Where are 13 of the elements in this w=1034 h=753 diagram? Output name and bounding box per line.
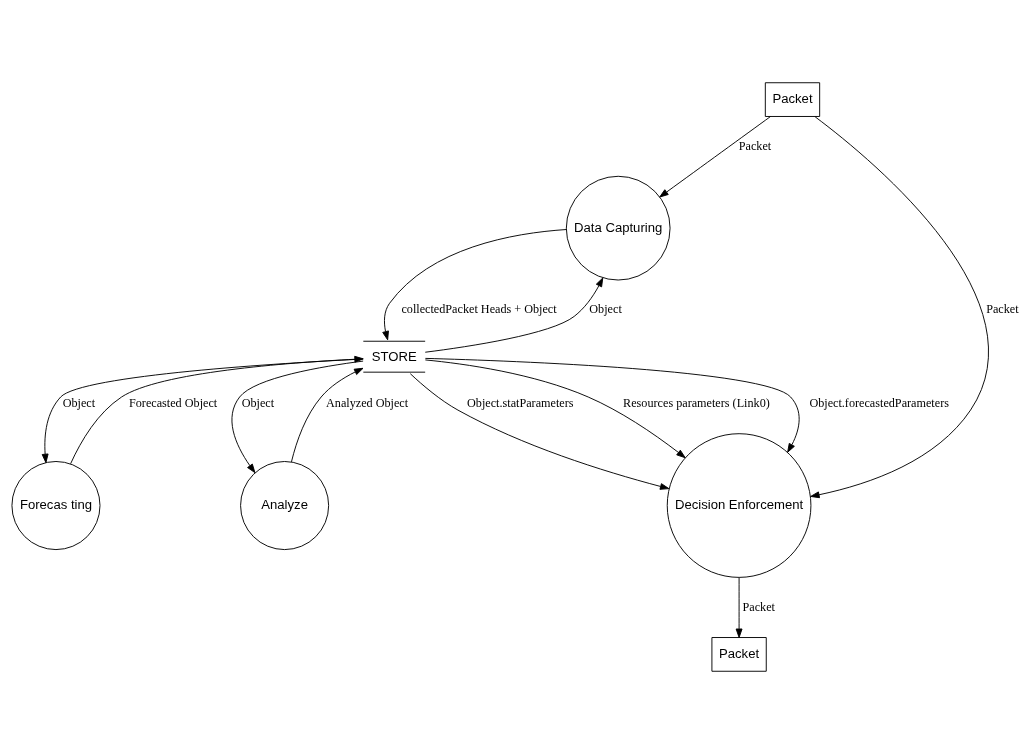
edge-label: Resources parameters (Link0) <box>623 395 770 410</box>
edge-label: Object <box>589 301 622 316</box>
edge-label: Packet <box>986 301 1019 316</box>
node-text: STORE <box>371 348 417 364</box>
edge-label: collectedPacket Heads + Object <box>401 301 557 316</box>
edge-label: Object.statParameters <box>467 395 574 410</box>
edge-label: Object.forecastedParameters <box>809 395 949 410</box>
edge-label: Object <box>62 395 96 410</box>
edge-label: Analyzed Object <box>326 395 409 410</box>
edge-label: Packet <box>738 138 772 153</box>
edge-label: Object <box>241 395 275 410</box>
edge-label: Forecasted Object <box>128 395 218 410</box>
edge-label: Packet <box>742 599 775 614</box>
